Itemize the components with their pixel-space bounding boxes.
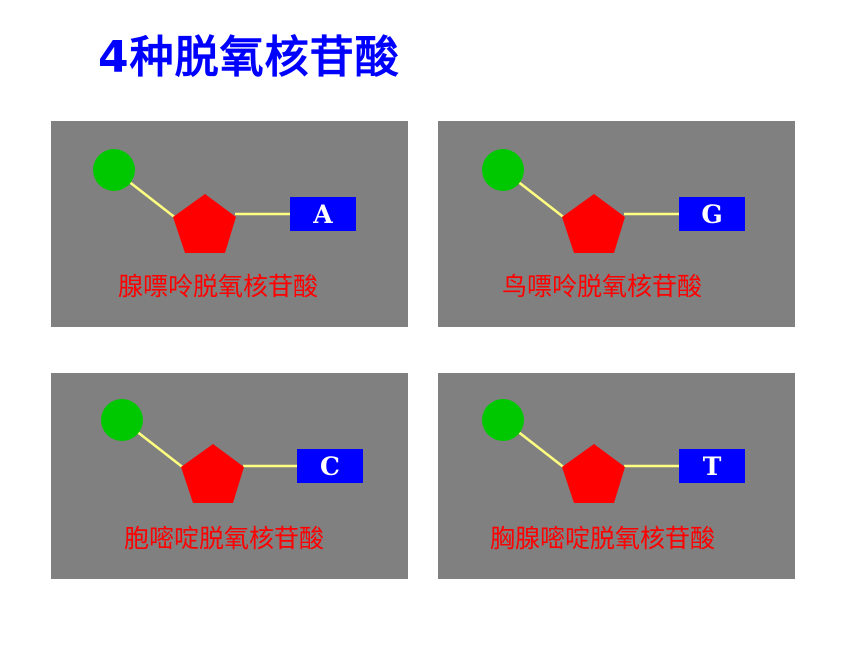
page-title: 4种脱氧核苷酸 (98, 32, 400, 83)
base-letter: C (320, 452, 340, 481)
base-box (297, 449, 363, 483)
phosphate-icon (482, 399, 524, 441)
sugar-pentagon-icon (562, 194, 625, 253)
phosphate-icon (93, 149, 135, 191)
base-box (290, 197, 356, 231)
nucleotide-diagram: A (93, 149, 356, 253)
nucleotide-card-g: G 鸟嘌呤脱氧核苷酸 (438, 121, 795, 327)
nucleotide-name: 胞嘧啶脱氧核苷酸 (124, 524, 325, 553)
nucleotide-name: 腺嘌呤脱氧核苷酸 (118, 272, 319, 301)
nucleotide-diagram: C (101, 399, 363, 503)
phosphate-icon (101, 399, 143, 441)
phosphate-icon (482, 149, 524, 191)
base-letter: G (701, 200, 722, 229)
sugar-pentagon-icon (562, 444, 625, 503)
base-letter: T (703, 452, 722, 481)
nucleotide-card-c: C 胞嘧啶脱氧核苷酸 (51, 373, 408, 579)
nucleotide-card-t: T 胸腺嘧啶脱氧核苷酸 (438, 373, 795, 579)
nucleotide-diagram: G (482, 149, 745, 253)
nucleotide-name: 胸腺嘧啶脱氧核苷酸 (490, 524, 716, 553)
base-box (679, 197, 745, 231)
sugar-pentagon-icon (173, 194, 236, 253)
sugar-pentagon-icon (181, 444, 244, 503)
nucleotide-card-a: A 腺嘌呤脱氧核苷酸 (51, 121, 408, 327)
base-box (679, 449, 745, 483)
nucleotide-diagram: T (482, 399, 745, 503)
nucleotide-name: 鸟嘌呤脱氧核苷酸 (502, 272, 703, 301)
base-letter: A (312, 200, 333, 229)
